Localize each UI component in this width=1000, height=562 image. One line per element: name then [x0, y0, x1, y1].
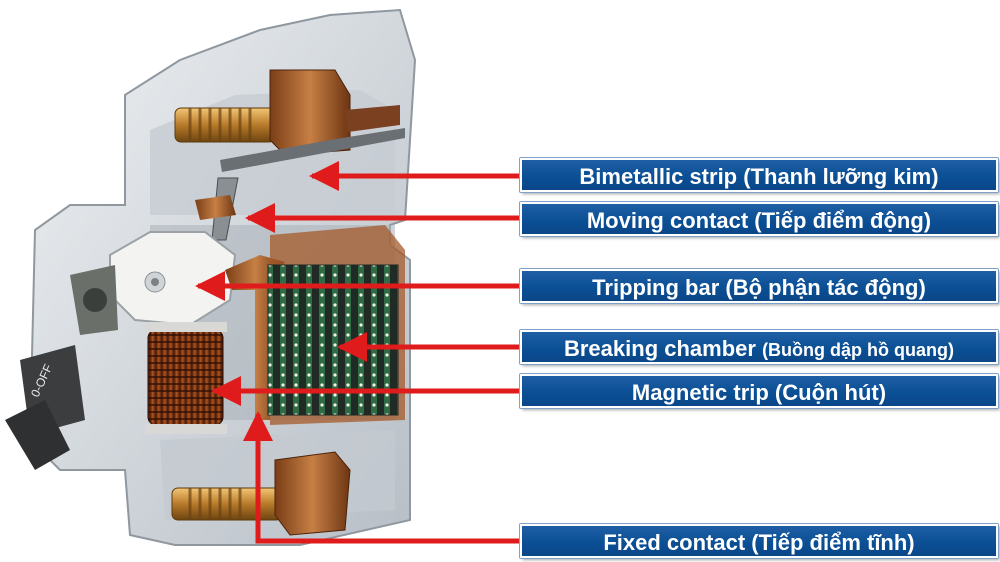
label-fixed-contact: Fixed contact (Tiếp điểm tĩnh) — [520, 524, 998, 558]
breaking-chamber — [267, 225, 405, 425]
toggle-knob: 0-OFF — [5, 345, 85, 470]
moving-contact — [195, 177, 239, 241]
label-breaking-chamber: Breaking chamber (Buồng dập hồ quang) — [520, 330, 998, 364]
label-breaking-chamber-sub: (Buồng dập hồ quang) — [762, 340, 955, 360]
tripping-bar — [70, 231, 237, 335]
magnetic-coil — [145, 322, 227, 434]
label-tripping-bar: Tripping bar (Bộ phận tác động) — [520, 269, 998, 303]
label-magnetic-trip: Magnetic trip (Cuộn hút) — [520, 374, 998, 408]
label-moving-contact: Moving contact (Tiếp điểm động) — [520, 202, 998, 236]
label-bimetallic-strip: Bimetallic strip (Thanh lưỡng kim) — [520, 158, 998, 192]
bottom-terminal — [171, 451, 351, 536]
bimetallic-strip — [220, 128, 405, 172]
label-breaking-chamber-main: Breaking chamber — [563, 336, 763, 361]
top-terminal — [174, 69, 400, 156]
arrow-fixed — [243, 411, 520, 544]
pointer-arrows — [195, 161, 520, 544]
